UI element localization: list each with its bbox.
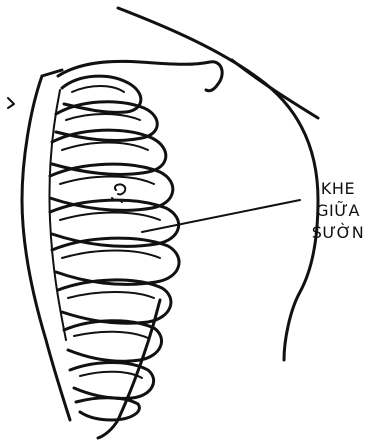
tick-mark xyxy=(8,98,14,108)
label-line-2: GIỮA xyxy=(302,200,374,222)
spine-border xyxy=(22,76,70,420)
rib-1-inner xyxy=(72,86,124,92)
rib-4-inner xyxy=(60,177,154,185)
rib-8-inner xyxy=(74,332,148,338)
chest-left-inner xyxy=(49,90,66,340)
clavicle xyxy=(58,61,222,90)
rib-3-inner xyxy=(62,143,148,151)
intercostal-space-label: KHE GIỮA SƯỜN xyxy=(302,178,374,244)
rib-9 xyxy=(70,363,154,399)
label-line-3: SƯỜN xyxy=(302,222,374,244)
rib-5-inner xyxy=(60,213,160,221)
rib-9-inner xyxy=(80,372,142,378)
rib-7-inner xyxy=(68,292,154,298)
rib-2-inner xyxy=(66,114,140,120)
rib-6-inner xyxy=(62,251,160,259)
shoulder-outline xyxy=(118,8,318,360)
label-pointer-line xyxy=(142,200,300,232)
label-line-1: KHE xyxy=(302,178,374,200)
arm-outline xyxy=(232,60,318,118)
rib-7 xyxy=(58,280,171,323)
rib-10 xyxy=(76,398,139,420)
